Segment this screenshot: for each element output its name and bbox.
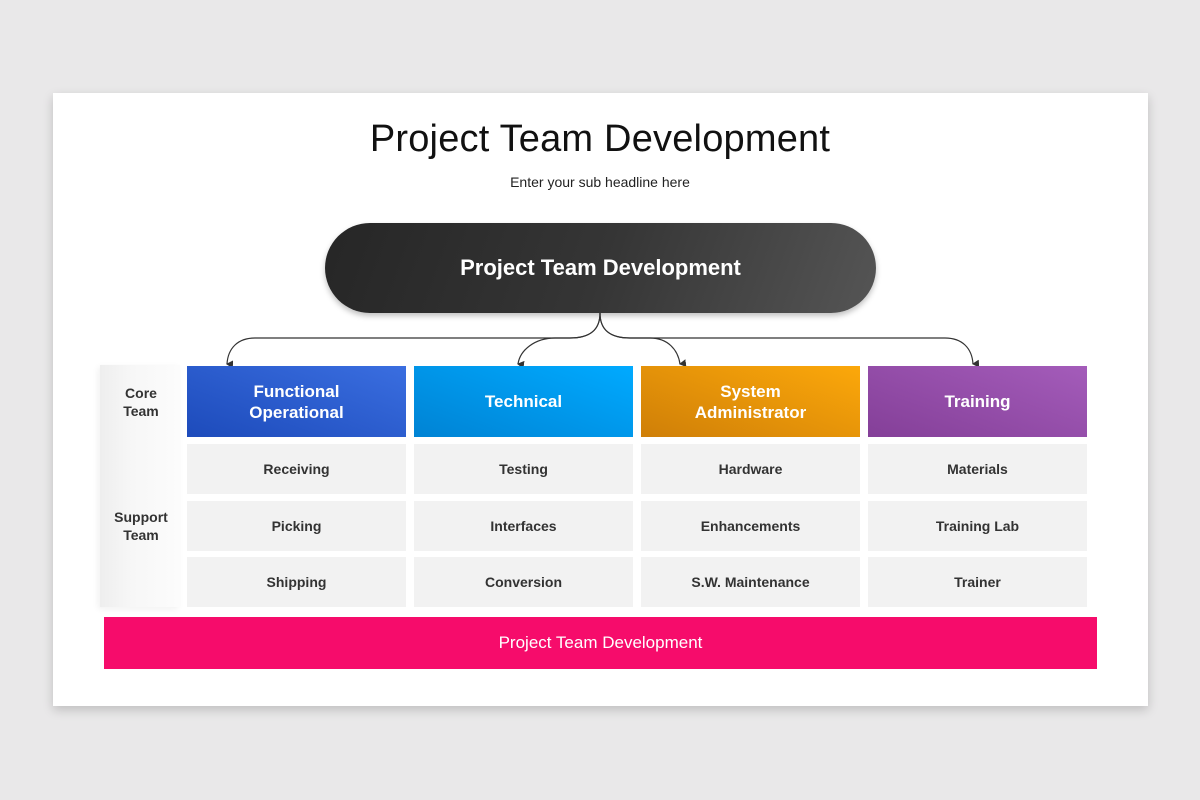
- cell-enhancements: Enhancements: [641, 501, 860, 551]
- cell-hardware: Hardware: [641, 444, 860, 494]
- cell-picking: Picking: [187, 501, 406, 551]
- cell-materials: Materials: [868, 444, 1087, 494]
- column-header-system-administrator: System Administrator: [641, 366, 860, 437]
- footer-label: Project Team Development: [498, 633, 703, 652]
- cell-testing: Testing: [414, 444, 633, 494]
- footer-bar: Project Team Development: [104, 617, 1097, 669]
- cell-sw-maintenance: S.W. Maintenance: [641, 557, 860, 607]
- row-label-core-team: Core Team: [123, 385, 159, 419]
- cell-trainer: Trainer: [868, 557, 1087, 607]
- row-label-panel: [100, 365, 180, 607]
- cell-conversion: Conversion: [414, 557, 633, 607]
- sub-headline: Enter your sub headline here: [510, 174, 690, 190]
- column-header-functional-operational: Functional Operational: [187, 366, 406, 437]
- row-label-support-team: Support Team: [114, 509, 168, 543]
- page-title: Project Team Development: [369, 118, 831, 160]
- cell-receiving: Receiving: [187, 444, 406, 494]
- root-node-label: Project Team Development: [460, 255, 741, 280]
- column-header-training: Training: [868, 366, 1087, 437]
- cell-shipping: Shipping: [187, 557, 406, 607]
- root-node: Project Team Development: [325, 223, 876, 313]
- column-header-technical: Technical: [414, 366, 633, 437]
- cell-training-lab: Training Lab: [868, 501, 1087, 551]
- cell-interfaces: Interfaces: [414, 501, 633, 551]
